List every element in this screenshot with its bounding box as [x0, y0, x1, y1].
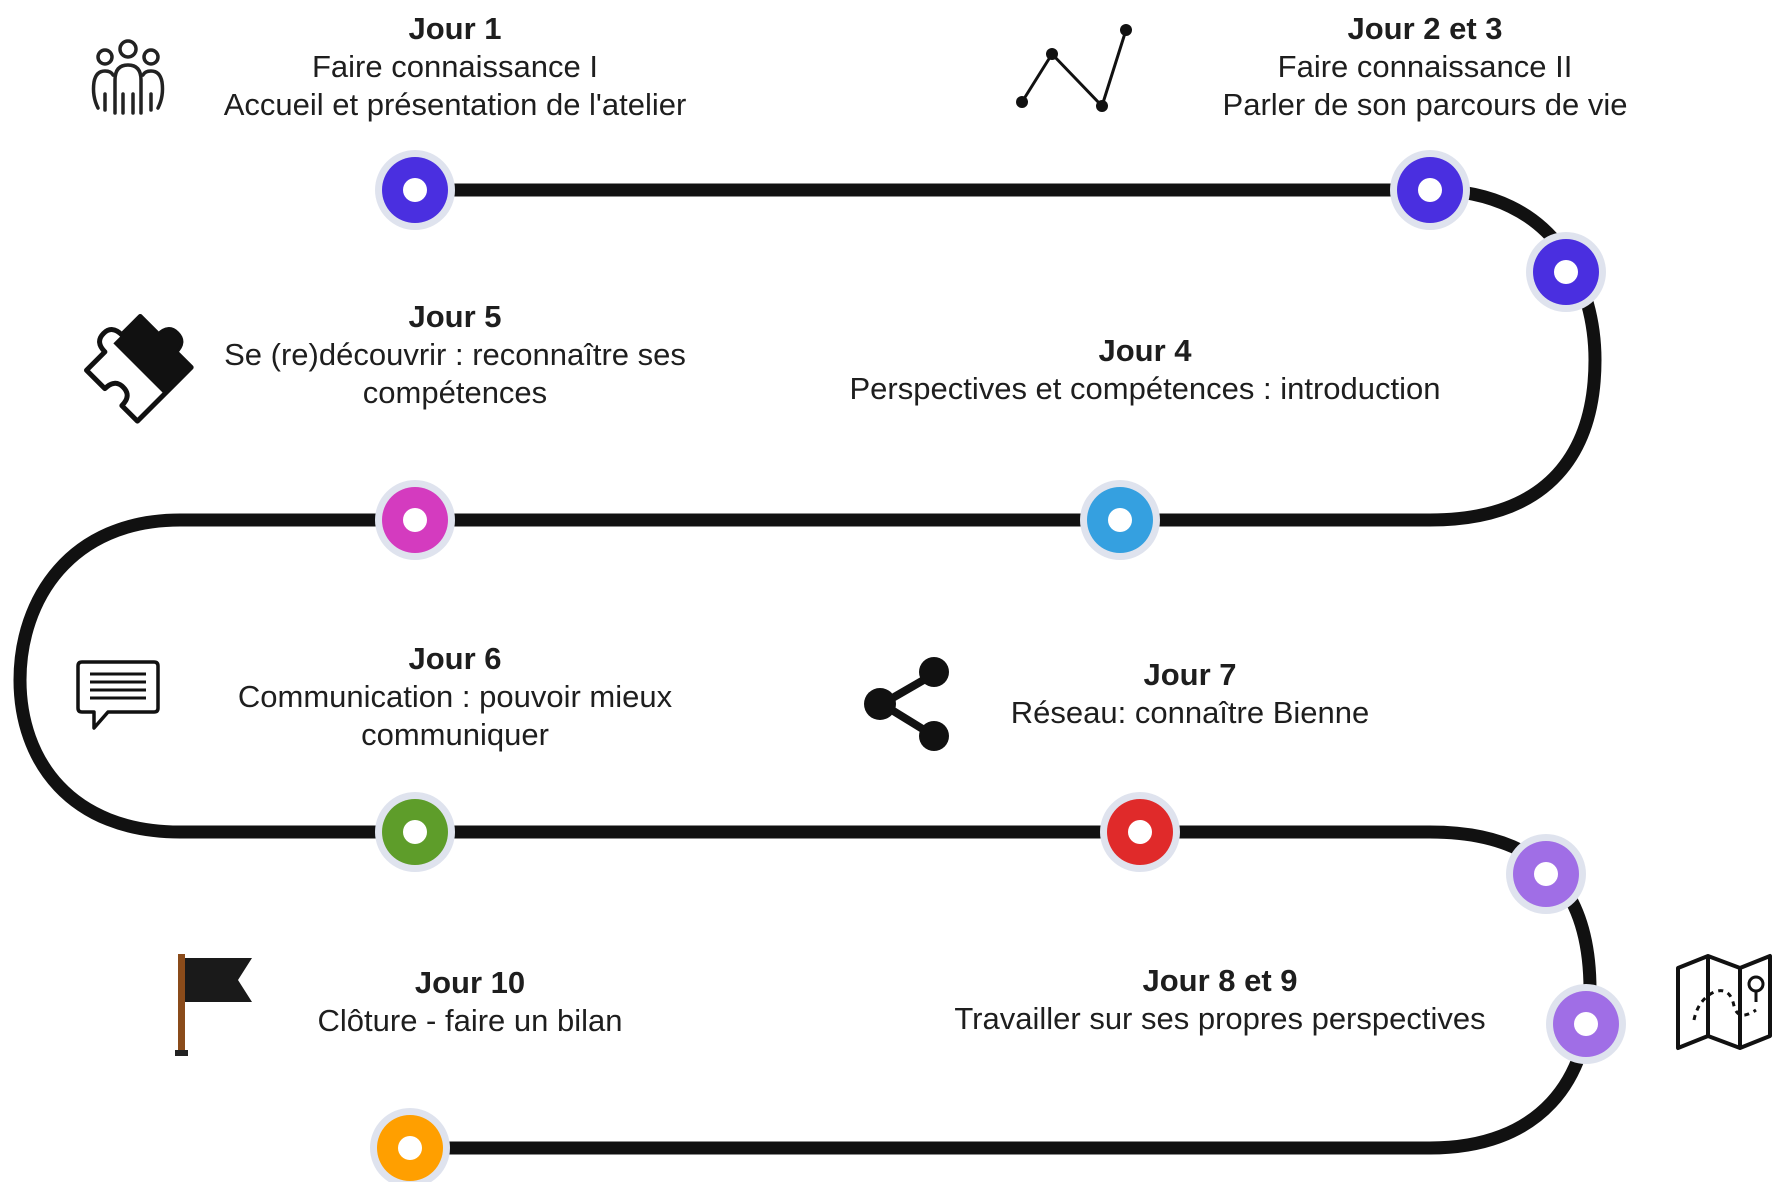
milestone-line: Accueil et présentation de l'atelier	[223, 87, 687, 122]
milestone-title: Jour 6	[408, 641, 502, 676]
milestone-title: Jour 8 et 9	[1142, 963, 1298, 998]
chat-message-icon	[76, 660, 160, 730]
milestone-title: Jour 7	[1143, 657, 1237, 692]
marker-center	[403, 820, 427, 844]
milestone-jour-7: Jour 7 Réseau: connaître Bienne	[960, 656, 1420, 732]
milestone-jour-10: Jour 10 Clôture - faire un bilan	[250, 964, 690, 1040]
milestone-line: Travailler sur ses propres perspectives	[954, 1001, 1486, 1036]
marker-center	[1418, 178, 1442, 202]
marker-center	[398, 1136, 422, 1160]
milestone-line: compétences	[362, 375, 548, 410]
milestone-line: Communication : pouvoir mieux	[237, 679, 673, 714]
marker-center	[1128, 820, 1152, 844]
milestone-line: Parler de son parcours de vie	[1222, 87, 1628, 122]
milestone-title: Jour 4	[1098, 333, 1192, 368]
puzzle-piece-icon	[84, 314, 194, 424]
marker-jour-2	[1390, 150, 1470, 230]
marker-center	[1108, 508, 1132, 532]
milestone-line: Faire connaissance II	[1277, 49, 1573, 84]
milestone-title: Jour 1	[408, 11, 502, 46]
marker-jour-4	[1080, 480, 1160, 560]
milestone-jour-6: Jour 6 Communication : pouvoir mieux com…	[190, 640, 720, 754]
milestone-title: Jour 10	[414, 965, 526, 1000]
marker-jour-1	[375, 150, 455, 230]
milestone-jour-2-3: Jour 2 et 3 Faire connaissance II Parler…	[1150, 10, 1700, 124]
flag-icon	[175, 954, 252, 1056]
milestone-jour-5: Jour 5 Se (re)découvrir : reconnaître se…	[190, 298, 720, 412]
marker-center	[403, 178, 427, 202]
milestone-line: communiquer	[361, 717, 549, 752]
marker-jour-5	[375, 480, 455, 560]
milestone-line: Se (re)découvrir : reconnaître ses	[224, 337, 686, 372]
milestone-line: Réseau: connaître Bienne	[1010, 695, 1370, 730]
marker-center	[1534, 862, 1558, 886]
milestone-line: Perspectives et compétences : introducti…	[849, 371, 1441, 406]
marker-jour-8	[1506, 834, 1586, 914]
marker-jour-10	[370, 1108, 450, 1182]
marker-jour-9	[1546, 984, 1626, 1064]
marker-center	[1554, 260, 1578, 284]
marker-jour-6	[375, 792, 455, 872]
milestone-line: Faire connaissance I	[311, 49, 599, 84]
marker-center	[403, 508, 427, 532]
milestone-title: Jour 2 et 3	[1347, 11, 1503, 46]
milestone-jour-8-9: Jour 8 et 9 Travailler sur ses propres p…	[900, 962, 1540, 1038]
marker-jour-3	[1526, 232, 1606, 312]
milestone-line: Clôture - faire un bilan	[317, 1003, 623, 1038]
map-icon	[1676, 954, 1772, 1050]
marker-jour-7	[1100, 792, 1180, 872]
people-group-icon	[91, 39, 165, 115]
line-graph-icon	[1016, 24, 1132, 112]
markers-layer	[370, 150, 1626, 1182]
milestone-jour-1: Jour 1 Faire connaissance I Accueil et p…	[190, 10, 720, 124]
share-icon	[864, 657, 949, 751]
marker-center	[1574, 1012, 1598, 1036]
milestone-jour-4: Jour 4 Perspectives et compétences : int…	[800, 332, 1490, 408]
milestone-title: Jour 5	[408, 299, 502, 334]
